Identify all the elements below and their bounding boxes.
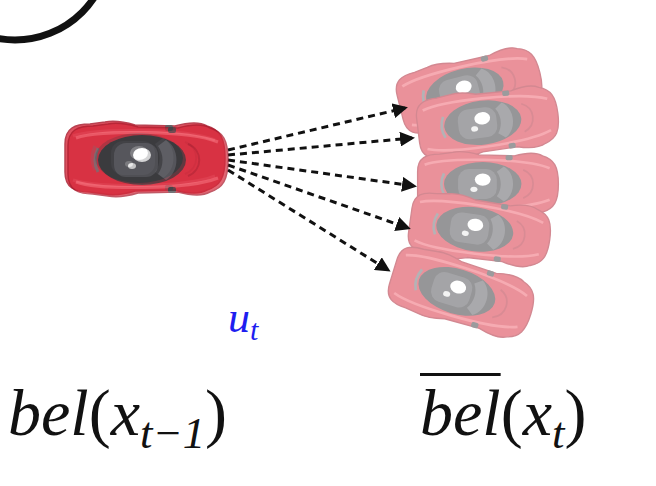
math-expression: bel(xt) [420, 380, 586, 455]
math-expression: bel(xt−1) [8, 380, 227, 455]
math-symbol: ) [564, 376, 586, 449]
math-symbol: x [523, 376, 552, 449]
math-symbol: u [228, 293, 250, 342]
math-symbol: bel [420, 376, 501, 449]
motion-arrows [228, 108, 414, 270]
predicted-cars [383, 40, 561, 345]
math-symbol: ) [205, 376, 227, 449]
math-subscript: t [250, 313, 258, 346]
current-car [65, 121, 228, 197]
math-subscript: t−1 [140, 408, 205, 458]
math-symbol: bel [8, 376, 89, 449]
math-symbol: ( [89, 376, 111, 449]
math-symbol: x [111, 376, 140, 449]
math-subscript: t [552, 408, 564, 458]
math-symbol: ( [501, 376, 523, 449]
circle-arc [0, 0, 110, 40]
math-expression: ut [228, 296, 258, 345]
